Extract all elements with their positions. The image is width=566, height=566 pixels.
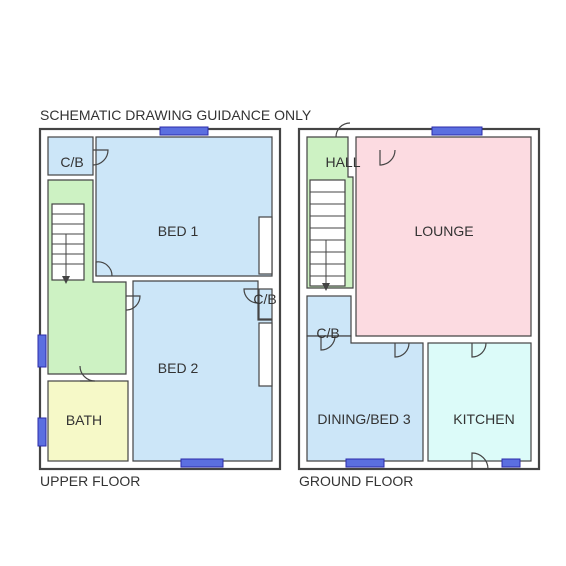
door-swing-icon xyxy=(92,149,109,166)
room-bed-1 xyxy=(95,136,273,277)
door-swing-icon xyxy=(79,365,96,382)
hall-label: HALL xyxy=(325,154,360,170)
upper-cupboard xyxy=(47,136,94,176)
stair-arrow-icon xyxy=(322,283,330,291)
ground-cupboard xyxy=(306,295,352,337)
window-icon xyxy=(180,458,224,468)
ground-stair-treads xyxy=(310,191,345,290)
door-swing-icon xyxy=(320,335,336,351)
door-swing-icon xyxy=(379,149,396,166)
window-icon xyxy=(37,334,47,368)
door-swing-icon xyxy=(243,288,259,304)
window-icon xyxy=(345,458,385,468)
room-kitchen xyxy=(427,342,532,462)
ground-floor-outer-wall xyxy=(297,127,541,471)
bed-2-wardrobe xyxy=(258,322,273,387)
upper-stairs xyxy=(51,203,85,281)
upper-floor-caption: UPPER FLOOR xyxy=(40,473,140,489)
room-bath xyxy=(47,380,129,462)
upper-cupboard-label: C/B xyxy=(60,154,83,170)
window-icon xyxy=(37,417,47,447)
dining-label: DINING/BED 3 xyxy=(317,411,411,427)
window-icon xyxy=(431,126,483,136)
door-swing-icon xyxy=(471,342,487,358)
door-swing-icon xyxy=(394,342,410,358)
bed-2-cupboard xyxy=(258,288,273,320)
window-icon xyxy=(501,458,521,468)
door-swing-icon xyxy=(95,261,113,277)
ground-cupboard-label: C/B xyxy=(316,325,339,341)
bed-1-label: BED 1 xyxy=(158,223,199,239)
kitchen-label: KITCHEN xyxy=(453,411,514,427)
stair-arrow-icon xyxy=(62,276,70,284)
schematic-note: SCHEMATIC DRAWING GUIDANCE ONLY xyxy=(40,107,312,123)
room-bed-2 xyxy=(132,280,273,462)
room-lounge xyxy=(355,136,532,337)
bed-2-label: BED 2 xyxy=(158,360,199,376)
bed-1-wardrobe xyxy=(258,216,273,275)
door-swing-icon xyxy=(335,122,351,138)
door-swing-icon xyxy=(125,295,141,311)
window-icon xyxy=(159,126,209,136)
lounge-label: LOUNGE xyxy=(414,223,473,239)
upper-floor: C/B BED 1 C/B BED 2 BATH UPPER FLOOR xyxy=(37,126,282,489)
door-swing-icon xyxy=(471,452,489,470)
ground-floor: HALL LOUNGE C/B DINING/BED 3 KITCHEN GRO… xyxy=(297,122,541,489)
room-dining xyxy=(306,335,424,462)
ground-floor-caption: GROUND FLOOR xyxy=(299,473,413,489)
bath-label: BATH xyxy=(66,412,102,428)
ground-stairs xyxy=(309,179,346,287)
upper-stair-treads xyxy=(52,213,84,282)
bed-2-cupboard-label: C/B xyxy=(253,291,276,307)
